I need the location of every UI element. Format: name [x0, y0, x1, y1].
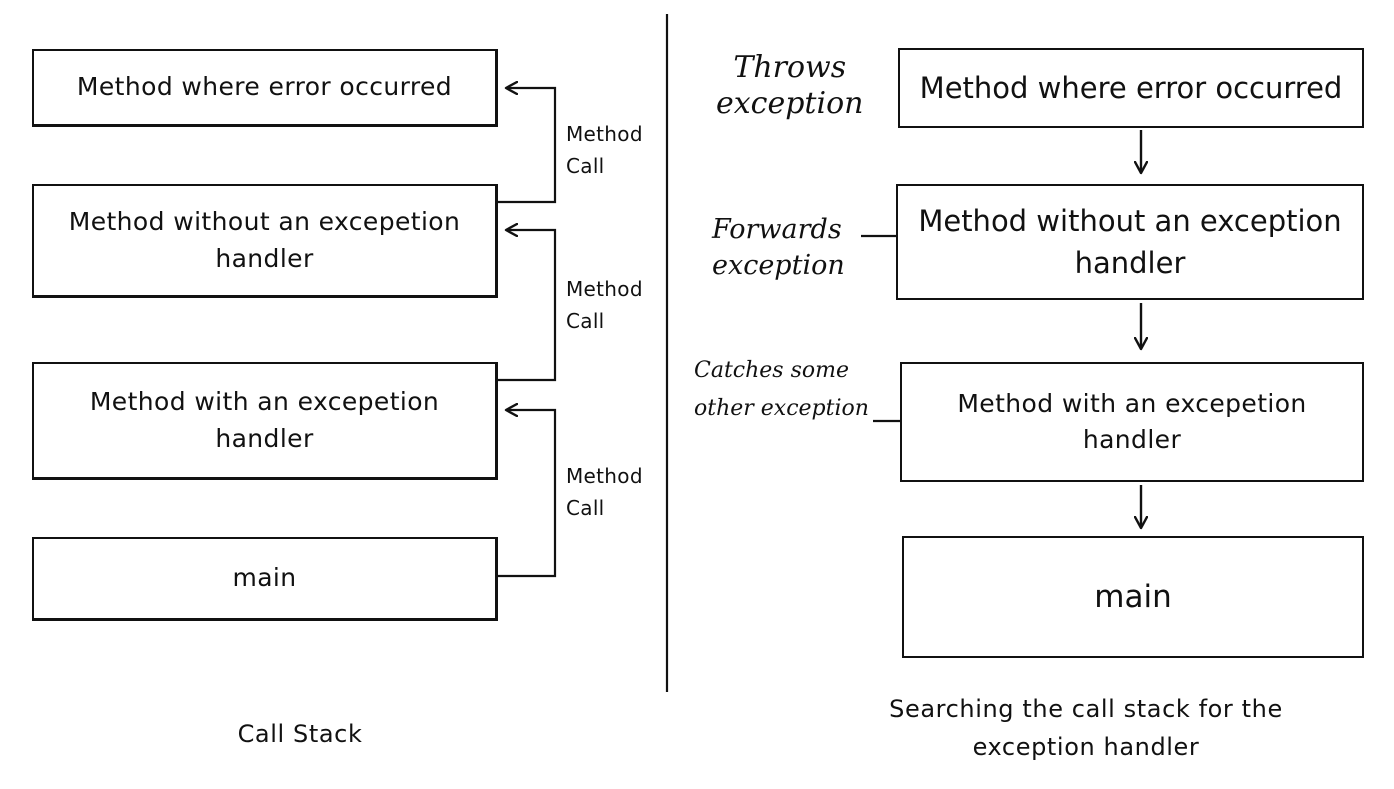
- search-box-with-handler: Method with an excepetion handler: [900, 362, 1364, 482]
- method-call-label-2: Method Call: [566, 277, 643, 333]
- search-caption: Searching the call stack for the excepti…: [889, 695, 1283, 761]
- call-stack-box-error-text: Method where error occurred: [76, 72, 453, 102]
- call-stack-box-no-handler: Method without an excepetion handler: [32, 184, 498, 298]
- method-call-arrow-3: [498, 410, 557, 578]
- search-box-error-text: Method where error occurred: [919, 70, 1343, 105]
- search-box-main: main: [902, 536, 1364, 658]
- call-stack-box-with-handler: Method with an excepetion handler: [32, 362, 498, 480]
- call-stack-caption: Call Stack: [237, 720, 363, 748]
- search-box-no-handler: Method without an exception handler: [896, 184, 1364, 300]
- method-call-label-1: Method Call: [566, 122, 643, 178]
- method-call-arrow-1: [498, 88, 557, 204]
- throws-exception-label: Throws exception: [716, 50, 864, 121]
- call-stack-box-with-handler-text: Method with an excepetion handler: [89, 387, 440, 453]
- search-box-no-handler-text: Method without an exception handler: [918, 203, 1342, 280]
- call-stack-box-main: main: [32, 537, 498, 621]
- search-box-main-text: main: [1094, 578, 1172, 615]
- search-box-error: Method where error occurred: [898, 48, 1364, 128]
- call-stack-box-error: Method where error occurred: [32, 49, 498, 127]
- catches-other-exception-label: Catches some other exception: [694, 358, 869, 421]
- method-call-arrow-2: [498, 230, 557, 382]
- forwards-exception-label: Forwards exception: [712, 214, 845, 281]
- call-stack-box-no-handler-text: Method without an excepetion handler: [68, 207, 461, 273]
- search-box-with-handler-text: Method with an excepetion handler: [957, 388, 1307, 454]
- method-call-label-3: Method Call: [566, 464, 643, 520]
- call-stack-box-main-text: main: [232, 563, 297, 593]
